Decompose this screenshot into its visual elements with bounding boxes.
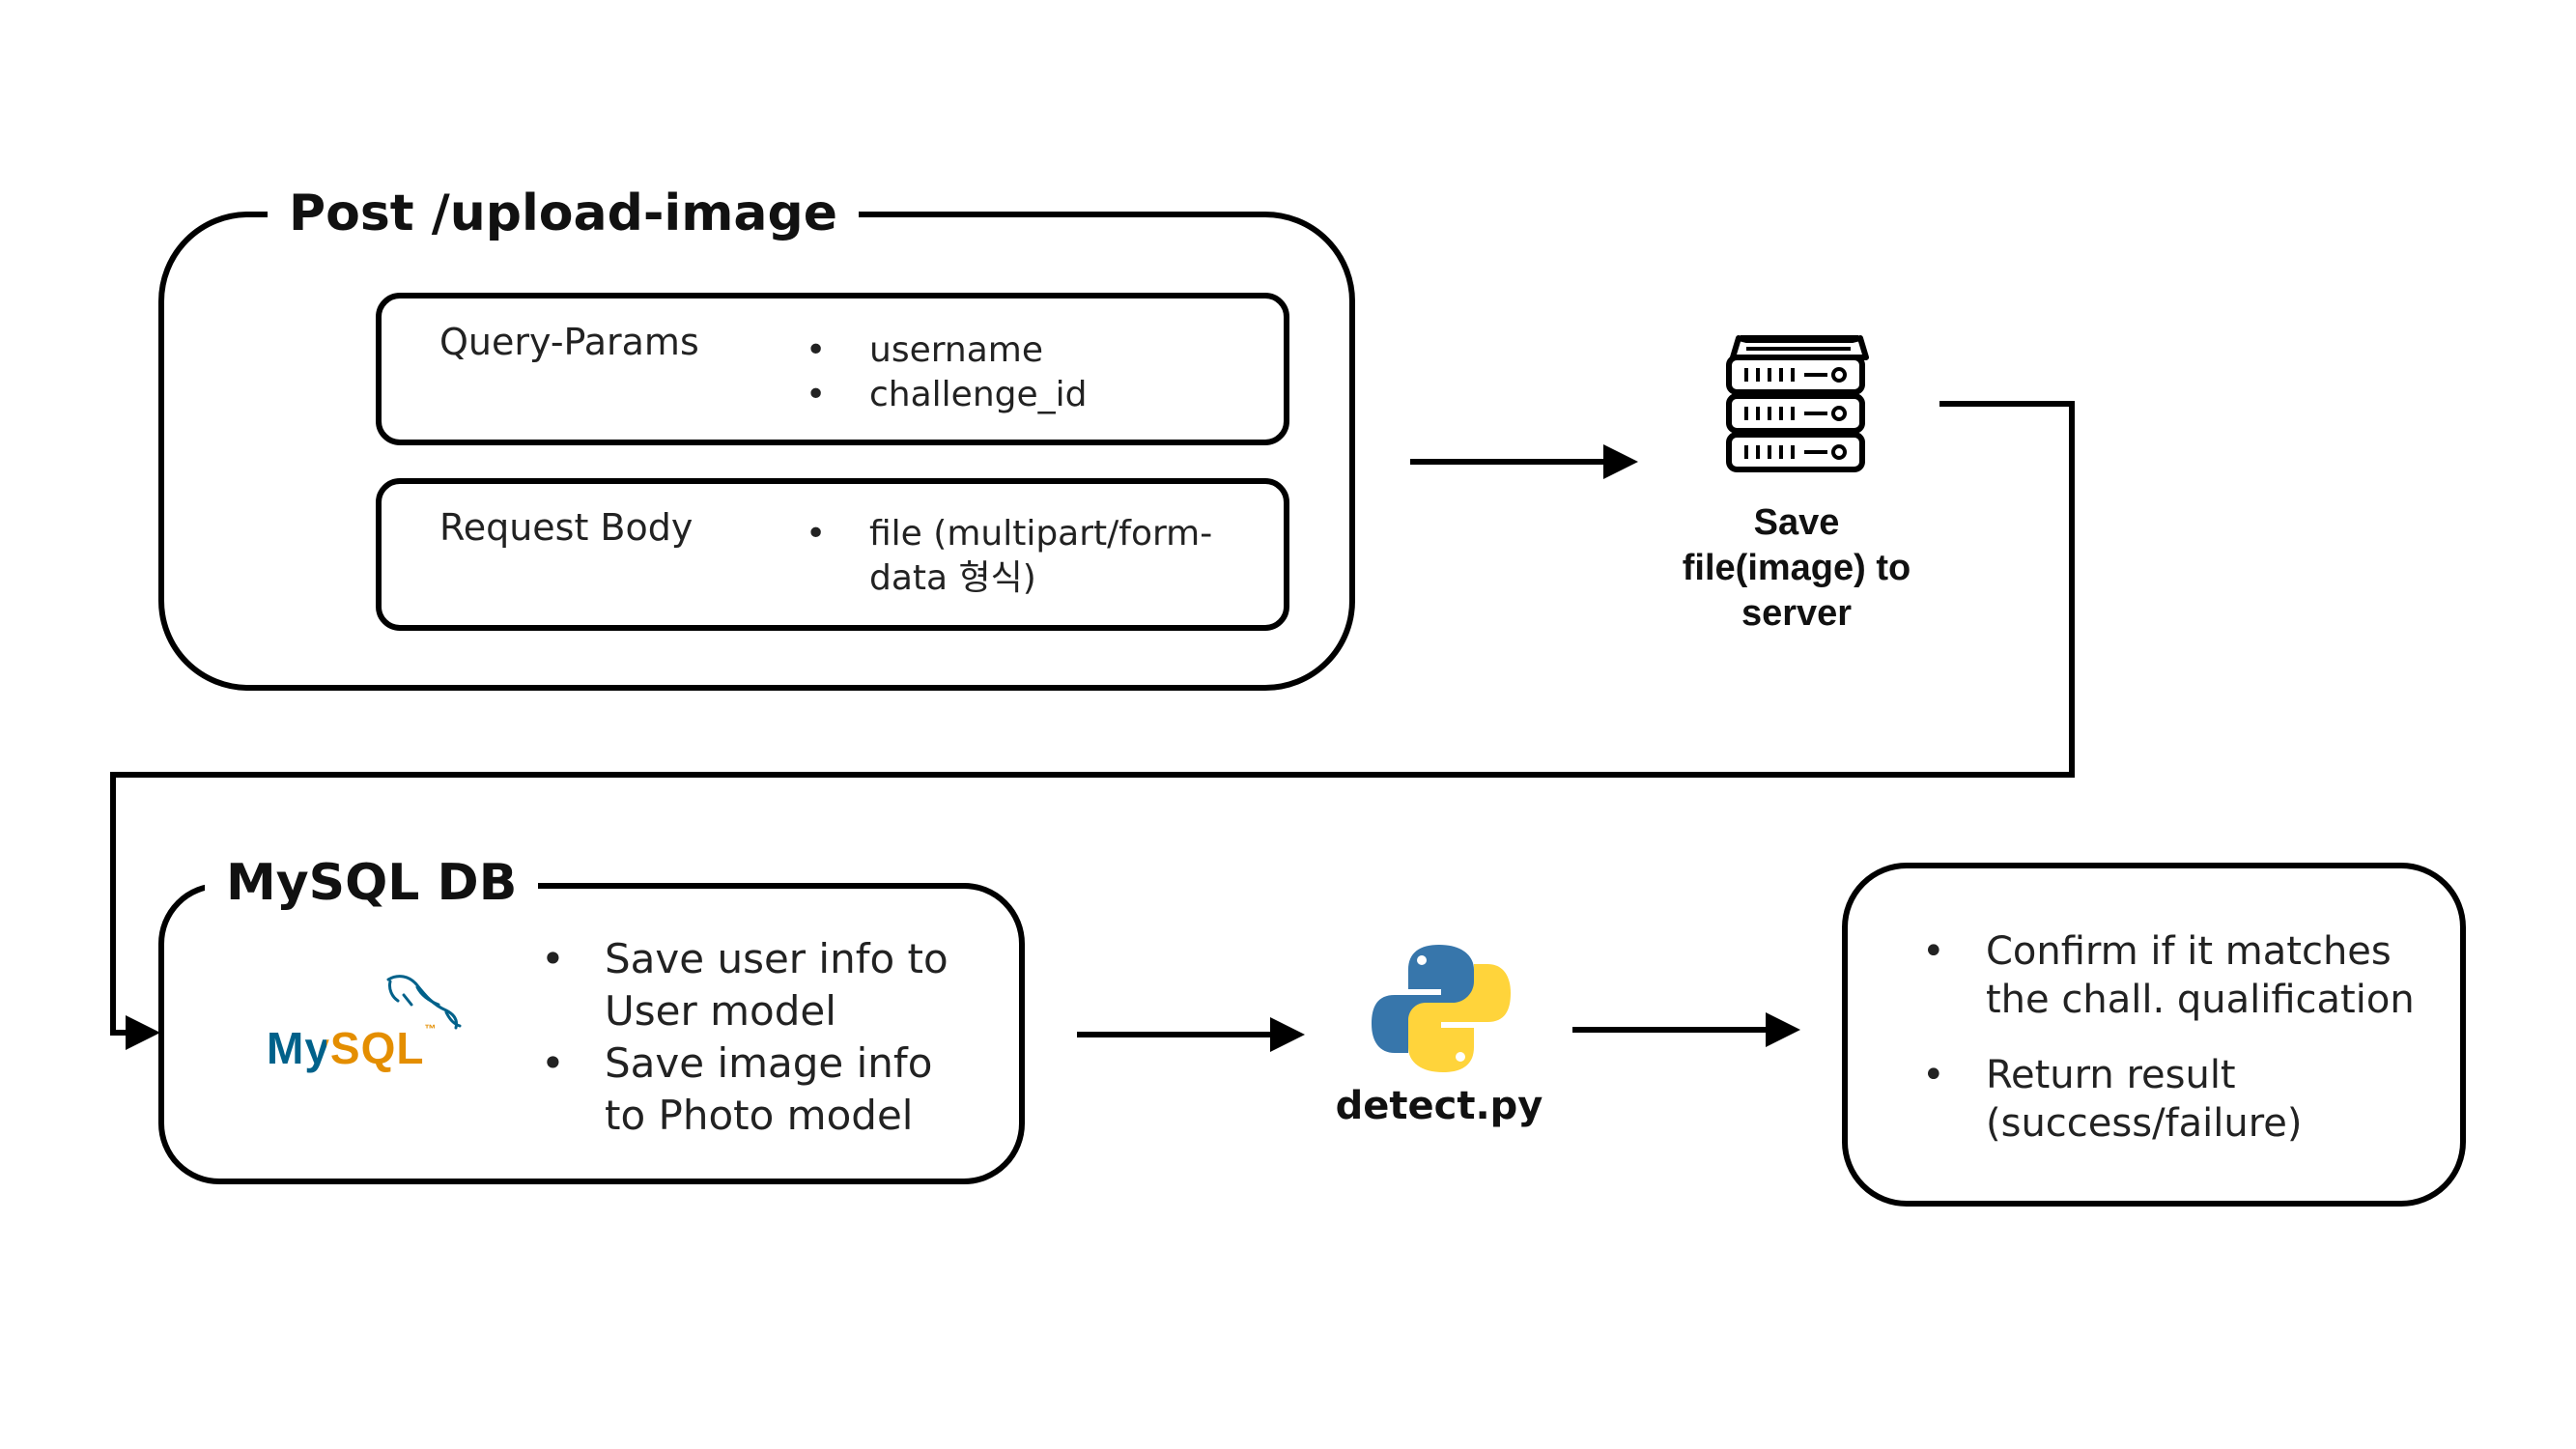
result-item: Confirm if it matches the chall. qualifi… — [1922, 927, 2424, 1024]
request-body-list: file (multipart/form-data 형식) — [806, 512, 1231, 601]
mysql-logo: MySQL™ — [267, 1022, 437, 1074]
result-box — [1842, 863, 2466, 1207]
mysql-group-title: MySQL DB — [205, 858, 539, 908]
query-param-item: username — [806, 328, 1088, 373]
server-rack-icon — [1726, 335, 1869, 472]
mysql-logo-text: MySQL — [267, 1023, 425, 1073]
query-params-box — [376, 293, 1289, 445]
connector-server-to-mysql — [110, 401, 2075, 1050]
query-params-label: Query-Params — [439, 321, 699, 363]
upload-group-frame — [158, 212, 1355, 691]
upload-group-title: Post /upload-image — [268, 188, 860, 239]
server-caption-line: Save — [1753, 502, 1840, 543]
detect-caption: detect.py — [1335, 1084, 1543, 1128]
mysql-group-frame — [158, 883, 1025, 1184]
request-body-item: file (multipart/form-data 형식) — [806, 512, 1231, 601]
request-body-label: Request Body — [439, 506, 694, 549]
mysql-action-item: Save user info to User model — [541, 933, 985, 1037]
mysql-logo-tm: ™ — [424, 1022, 438, 1036]
mysql-action-item: Save image info to Photo model — [541, 1037, 985, 1142]
result-list: Confirm if it matches the chall. qualifi… — [1922, 927, 2424, 1175]
result-item: Return result (success/failure) — [1922, 1051, 2424, 1148]
python-logo-icon — [1372, 945, 1511, 1072]
server-caption: Save file(image) to server — [1642, 500, 1951, 637]
query-param-item: challenge_id — [806, 373, 1088, 417]
mysql-dolphin-icon — [386, 975, 462, 1030]
request-body-box — [376, 478, 1289, 631]
mysql-action-list: Save user info to User model Save image … — [541, 933, 985, 1142]
server-caption-line: server — [1741, 593, 1853, 634]
query-params-list: username challenge_id — [806, 328, 1088, 417]
server-caption-line: file(image) to — [1682, 548, 1911, 588]
